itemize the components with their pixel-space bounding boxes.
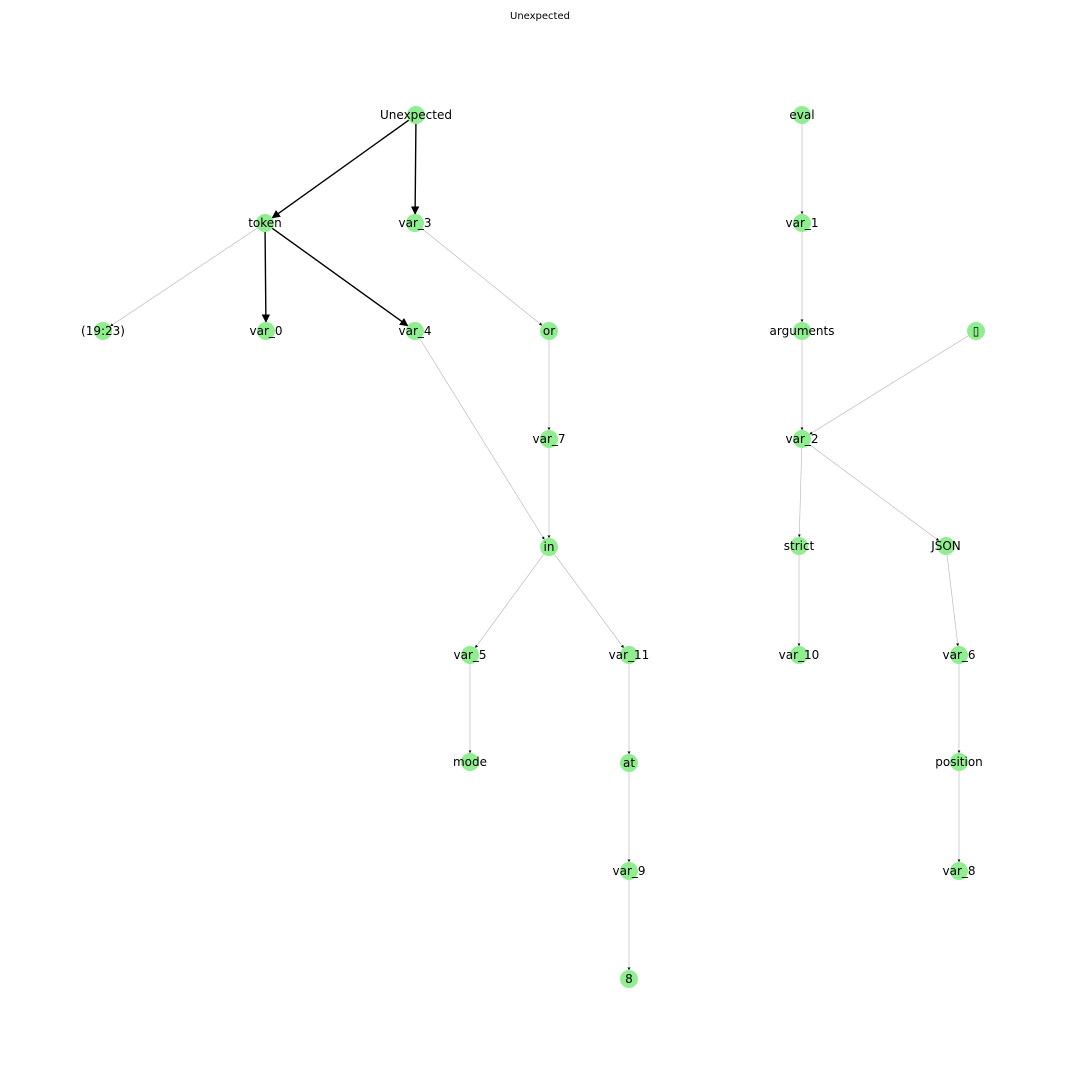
node-label: var_0	[249, 324, 282, 338]
edge-var-2-to-strict	[797, 447, 803, 538]
node-label: or	[543, 324, 555, 338]
node-label: strict	[784, 539, 815, 553]
edge-token-to-19-23	[110, 227, 258, 327]
node-circle	[540, 430, 558, 448]
node-var-5: var_5	[453, 646, 487, 664]
node-circle	[406, 322, 424, 340]
node-eval: eval	[789, 106, 815, 124]
node-label: var_5	[453, 648, 486, 662]
node-label: eval	[789, 108, 814, 122]
node-circle	[790, 537, 808, 555]
node-label: ▯	[973, 324, 980, 338]
node-circle	[793, 322, 811, 340]
node-circle	[950, 862, 968, 880]
node-label: var_4	[398, 324, 431, 338]
node-var-3: var_3	[398, 214, 432, 232]
edge-var-2-to-json	[809, 444, 940, 541]
node-label: (19:23)	[81, 324, 125, 338]
node-circle	[406, 214, 424, 232]
node-circle	[620, 862, 638, 880]
node-circle	[407, 106, 425, 124]
edge-unexpected-to-var-3	[410, 123, 420, 215]
node-label: Unexpected	[380, 108, 452, 122]
node-label: var_10	[779, 648, 820, 662]
node-label: var_9	[612, 864, 645, 878]
graph-title: Unexpected	[510, 11, 570, 22]
node-circle	[540, 322, 558, 340]
node-label: var_11	[609, 648, 650, 662]
edge-var-4-to-in	[419, 338, 545, 540]
node-at: at	[620, 754, 638, 772]
node-circle	[461, 753, 479, 771]
node-label: mode	[453, 755, 487, 769]
node-circle	[950, 646, 968, 664]
node-label: var_7	[532, 432, 565, 446]
edge-token-to-var-0	[261, 231, 271, 323]
node-circle	[620, 970, 638, 988]
node-circle	[790, 646, 808, 664]
node-json: JSON	[930, 537, 961, 555]
node-label: position	[935, 755, 983, 769]
node-19-23: (19:23)	[81, 322, 125, 340]
node-circle	[94, 322, 112, 340]
node-label: 8	[625, 972, 633, 986]
node-token: token	[248, 214, 282, 232]
node-circle	[620, 754, 638, 772]
node-label: var_3	[398, 216, 431, 230]
node-circle	[793, 430, 811, 448]
node-var-8: var_8	[942, 862, 976, 880]
node-var-10: var_10	[779, 646, 820, 664]
node-unexpected: Unexpected	[380, 106, 452, 124]
node-circle	[540, 538, 558, 556]
edge-in-to-var-11	[554, 554, 624, 649]
node-8: 8	[620, 970, 638, 988]
node-in: in	[540, 538, 558, 556]
node-var-11: var_11	[609, 646, 650, 664]
node-var-4: var_4	[398, 322, 432, 340]
node-arguments: arguments	[770, 322, 835, 340]
edge-box-to-var-2	[809, 335, 969, 435]
node-var-0: var_0	[249, 322, 283, 340]
nodes-group: Unexpected token var_3 (19:23) var_0 var_4 or v…	[81, 106, 985, 988]
node-position: position	[935, 753, 983, 771]
edges-group	[110, 119, 969, 971]
node-var-1: var_1	[785, 214, 819, 232]
node-circle	[950, 753, 968, 771]
node-label: var_1	[785, 216, 818, 230]
edge-json-to-var-6	[946, 554, 960, 647]
node-var-9: var_9	[612, 862, 646, 880]
node-var-2: var_2	[785, 430, 819, 448]
edge-unexpected-to-token	[271, 119, 410, 219]
node-circle	[793, 106, 811, 124]
node-circle	[256, 214, 274, 232]
node-label: arguments	[770, 324, 835, 338]
node-label: var_6	[942, 648, 975, 662]
edge-var-3-to-or	[421, 228, 543, 326]
node-strict: strict	[784, 537, 815, 555]
node-mode: mode	[453, 753, 487, 771]
edge-token-to-var-4	[271, 227, 409, 327]
node-var-6: var_6	[942, 646, 976, 664]
node-circle	[967, 322, 985, 340]
edge-in-to-var-5	[475, 554, 544, 648]
node-box: ▯	[967, 322, 985, 340]
node-label: JSON	[930, 539, 961, 553]
node-circle	[937, 537, 955, 555]
node-circle	[793, 214, 811, 232]
node-circle	[461, 646, 479, 664]
node-label: var_2	[785, 432, 818, 446]
node-label: at	[623, 756, 635, 770]
node-label: token	[248, 216, 282, 230]
node-label: in	[544, 540, 555, 554]
node-label: var_8	[942, 864, 975, 878]
node-or: or	[540, 322, 558, 340]
node-circle	[620, 646, 638, 664]
node-circle	[257, 322, 275, 340]
node-var-7: var_7	[532, 430, 566, 448]
